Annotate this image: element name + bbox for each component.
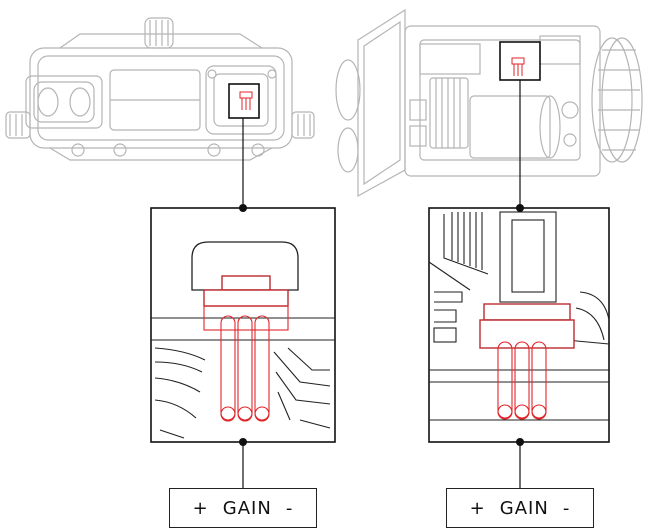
left-device-illustration — [5, 17, 315, 161]
right-device-illustration — [335, 8, 643, 198]
right-connector-mini — [511, 57, 525, 76]
left-gain-minus: - — [285, 497, 294, 519]
right-zoom-panel — [428, 207, 610, 443]
left-leader-dot-top — [239, 204, 247, 212]
right-gain-plus: + — [469, 497, 486, 519]
right-focus-box — [499, 41, 541, 81]
right-gain-label: + GAIN - — [446, 488, 594, 528]
right-gain-minus: - — [562, 497, 571, 519]
right-gain-text: GAIN — [499, 497, 549, 519]
left-zoom-panel — [150, 207, 336, 443]
left-focus-box — [228, 83, 260, 119]
left-connector-mini — [239, 91, 253, 110]
right-leader-dot-top — [516, 204, 524, 212]
left-gain-plus: + — [192, 497, 209, 519]
left-gain-label: + GAIN - — [169, 488, 317, 528]
left-gain-text: GAIN — [222, 497, 272, 519]
